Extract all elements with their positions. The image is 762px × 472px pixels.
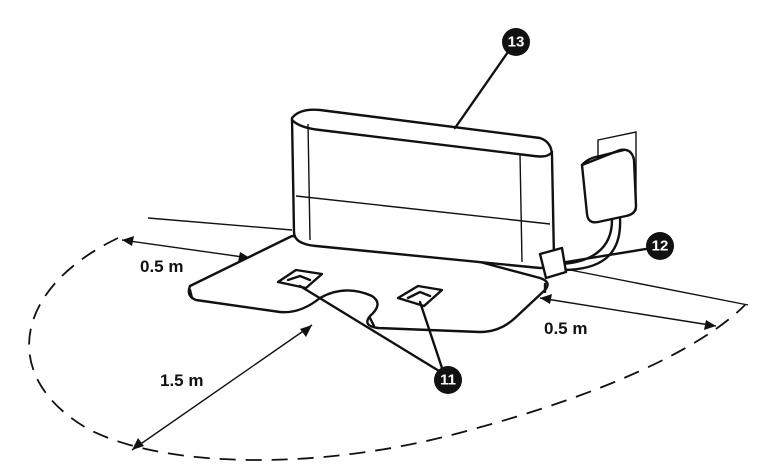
right-clearance-label: 0.5 m [544,319,587,338]
charging-contact-left [276,268,324,290]
callout-12: 12 [646,232,674,260]
svg-text:13: 13 [508,34,525,51]
dock-tower-top [290,118,554,158]
leader-line-11a [298,284,446,376]
callout-11: 11 [434,366,462,394]
dock-tower-side [307,123,523,263]
clearance-boundary-arc [28,237,746,461]
dock-base-edge [188,282,547,328]
dock-cable-port [538,246,568,280]
left-clearance-label: 0.5 m [140,257,183,276]
wall-reference-line-left [147,217,293,231]
leader-line-11b [418,300,446,376]
callout-13: 13 [502,28,530,56]
left-clearance-dimension [121,236,251,262]
svg-text:11: 11 [440,372,456,389]
leader-line-12 [564,246,654,264]
right-clearance-dimension [539,294,717,330]
wall-reference-line-right [559,267,749,306]
power-cable [560,216,622,272]
charging-contact-right [396,284,444,308]
front-clearance-dimension [131,324,313,451]
dock-tower-seam [295,195,551,225]
front-clearance-label: 1.5 m [160,371,203,390]
leader-line-13 [453,50,510,130]
power-adapter [580,148,638,224]
svg-text:12: 12 [652,238,669,255]
dock-tower [290,108,556,270]
